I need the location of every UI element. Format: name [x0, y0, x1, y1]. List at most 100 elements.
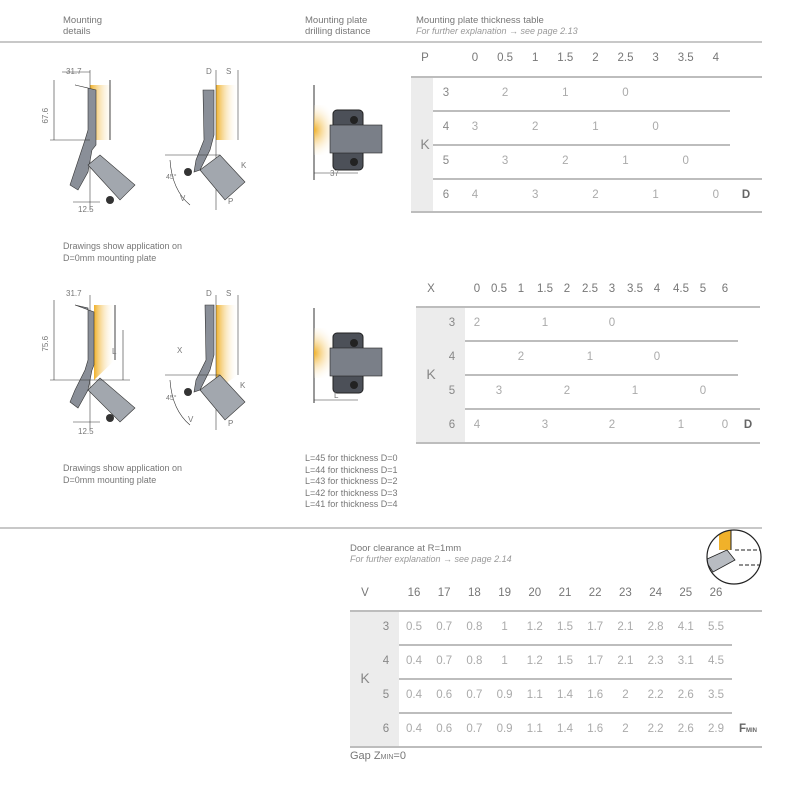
table-bottom-rule — [350, 746, 762, 748]
label-l: L — [112, 347, 117, 356]
table-cell: 0.9 — [496, 689, 513, 701]
table-cell: 3.5 — [708, 689, 724, 701]
table-cell: 0 — [682, 155, 689, 167]
column-header: 3 — [608, 283, 616, 295]
l-value: L=42 for thickness D=3 — [305, 487, 398, 498]
column-header: 17 — [437, 587, 451, 599]
column-header: 22 — [588, 587, 602, 599]
table-cell: 2.3 — [647, 655, 664, 667]
table-cell: 1 — [592, 121, 599, 133]
label-v: V — [180, 194, 186, 203]
dim-bottom-label: 12.5 — [78, 427, 94, 436]
table-cell: 2 — [592, 189, 599, 201]
column-header: 26 — [709, 587, 723, 599]
table-cell: 2.6 — [677, 723, 694, 735]
row-divider — [433, 144, 730, 146]
table-cell: 0.8 — [466, 655, 483, 667]
row-k-label: 5 — [382, 689, 390, 701]
gap-label: Gap ZMIN=0 — [350, 750, 406, 762]
table-cell: 0.7 — [436, 621, 453, 633]
column-header: 5 — [699, 283, 707, 295]
table-cell: 1.7 — [587, 655, 604, 667]
hinge-side-drawing-2 — [50, 295, 136, 430]
table-cell: 1 — [622, 155, 629, 167]
label-x: X — [177, 346, 183, 355]
table-cell: 0 — [622, 87, 629, 99]
column-header: 0 — [473, 283, 481, 295]
end-label: D — [741, 189, 751, 201]
table-cell: 0 — [653, 351, 661, 363]
column-header: 18 — [467, 587, 481, 599]
table-cell: 0.6 — [436, 689, 453, 701]
clearance-heading: Door clearance at R=1mm For further expl… — [350, 543, 512, 565]
table-cell: 0 — [712, 189, 719, 201]
table-bottom-rule — [411, 211, 762, 213]
l-value: L=41 for thickness D=4 — [305, 499, 398, 509]
column-header: 23 — [618, 587, 632, 599]
note-line: Drawings show application on — [63, 241, 183, 251]
heading-line: Mounting — [63, 15, 103, 26]
column-header: 1.5 — [557, 52, 574, 64]
clearance-title: Door clearance at R=1mm — [350, 543, 462, 554]
corner-label: X — [427, 283, 435, 295]
table-cell: 1.4 — [557, 689, 573, 701]
mounting-details-heading: Mounting details — [63, 15, 102, 37]
label-p: P — [228, 419, 234, 428]
table-cell: 0.5 — [406, 621, 422, 633]
row-divider — [433, 110, 730, 112]
column-header: 1.5 — [537, 283, 553, 295]
note-drawings-1: Drawings show application on D=0mm mount… — [63, 241, 182, 264]
column-header: 1 — [517, 283, 525, 295]
row-k-label: 3 — [442, 87, 450, 99]
plate-dim-label: 37 — [330, 169, 339, 178]
column-header: 4 — [653, 283, 661, 295]
table-cell: 1 — [586, 351, 594, 363]
table-cell: 1 — [501, 621, 508, 633]
label-v: V — [188, 415, 194, 424]
table-cell: 1 — [677, 419, 685, 431]
row-divider — [399, 712, 732, 714]
row-k-label: 5 — [448, 385, 456, 397]
column-header: 6 — [721, 283, 729, 295]
heading-line: Mounting plate — [305, 15, 368, 26]
row-divider — [465, 408, 760, 410]
row-divider — [465, 374, 738, 376]
column-header: 0.5 — [491, 283, 507, 295]
column-header: 0 — [471, 52, 479, 64]
end-label: D — [743, 419, 753, 431]
table-cell: 1 — [501, 655, 508, 667]
table-cell: 2.1 — [617, 621, 634, 633]
l-value: L=44 for thickness D=1 — [305, 464, 398, 475]
k-column-band — [416, 306, 465, 442]
table-cell: 0 — [721, 419, 729, 431]
table-cell: 0 — [699, 385, 707, 397]
table-cell: 1.5 — [557, 655, 573, 667]
table-cell: 2.6 — [677, 689, 694, 701]
table-top-rule — [411, 76, 762, 78]
table-cell: 1 — [652, 189, 659, 201]
table-cell: 3 — [471, 121, 479, 133]
table-cell: 4 — [471, 189, 479, 201]
door-clearance-detail-icon — [706, 529, 762, 585]
note-line: D=0mm mounting plate — [63, 474, 157, 485]
hinge-open-drawing-1 — [165, 70, 246, 210]
header-divider — [0, 41, 762, 43]
label-s: S — [226, 67, 232, 76]
dim-width-label: 31.7 — [66, 67, 82, 76]
k-column-band — [411, 76, 433, 211]
thickness-table-title: Mounting plate thickness table — [416, 15, 544, 26]
row-group-label: K — [420, 136, 430, 152]
column-header: 24 — [649, 587, 662, 599]
table-cell: 3 — [531, 189, 539, 201]
end-label-sub: MIN — [746, 728, 758, 734]
table-cell: 0.4 — [406, 689, 422, 701]
k-column-band — [350, 610, 399, 746]
gap-sub: MIN — [380, 754, 394, 761]
row-k-label: 6 — [442, 189, 450, 201]
table-cell: 2.2 — [647, 689, 664, 701]
column-header: 2 — [563, 283, 571, 295]
mounting-plate-drawing-1 — [313, 85, 383, 180]
column-header: 3.5 — [677, 52, 694, 64]
hinge-side-drawing-1 — [50, 70, 136, 210]
